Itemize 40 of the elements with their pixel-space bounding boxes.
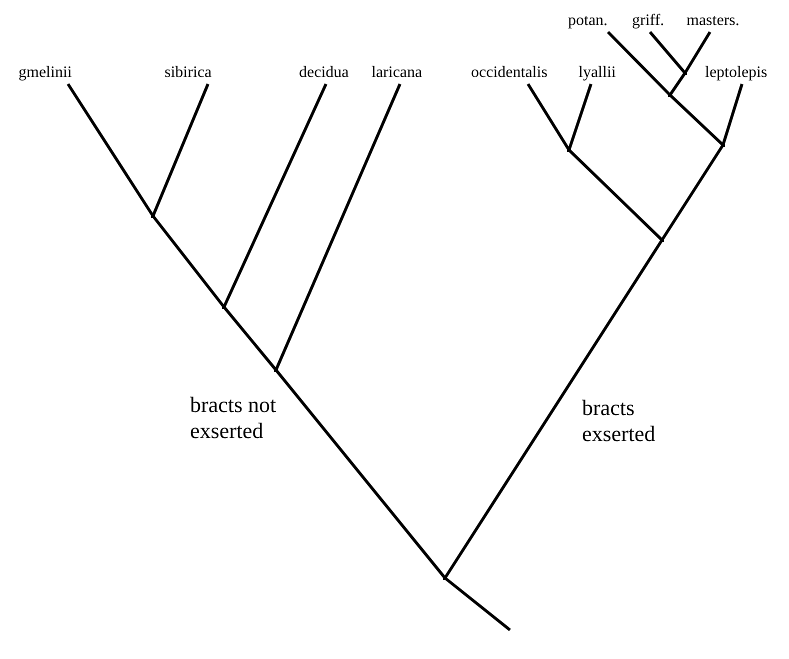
branch-line <box>684 31 712 74</box>
branch-point <box>668 93 672 97</box>
branch-line <box>222 306 278 371</box>
branch-line <box>668 72 686 96</box>
taxon-label: gmelinii <box>18 64 72 82</box>
branch-point <box>222 305 226 309</box>
branch-point <box>683 71 687 75</box>
taxon-label: laricana <box>372 64 422 82</box>
branch-line <box>668 94 724 146</box>
branch-point <box>443 576 447 580</box>
branch-line <box>274 83 402 371</box>
branch-line <box>152 215 226 308</box>
branch-line <box>722 84 744 146</box>
branch-annotation: bracts not exserted <box>190 392 278 444</box>
branch-line <box>444 239 664 579</box>
taxon-label: leptolepis <box>705 64 768 82</box>
branch-line <box>444 576 511 632</box>
taxon-label: lyallii <box>578 64 616 82</box>
branch-line <box>568 148 664 242</box>
taxon-label: decidua <box>299 64 349 82</box>
branch-line <box>152 83 210 217</box>
branch-point <box>660 238 664 242</box>
branch-line <box>606 30 672 96</box>
branch-point <box>151 214 155 218</box>
branch-point <box>274 368 278 372</box>
taxon-label: griff. <box>632 12 664 30</box>
taxon-label: potan. <box>568 12 608 30</box>
taxon-label: sibirica <box>164 64 212 82</box>
branch-line <box>222 83 328 308</box>
branch-point <box>721 143 725 147</box>
branch-line <box>66 83 154 217</box>
branch-line <box>568 84 592 150</box>
branch-line <box>526 83 570 151</box>
branch-line <box>648 31 686 74</box>
taxon-label: occidentalis <box>471 64 548 82</box>
branch-annotation: bracts exserted <box>582 395 656 447</box>
branch-line <box>274 369 446 579</box>
branch-point <box>567 148 571 152</box>
taxon-label: masters. <box>686 12 740 30</box>
branch-line <box>660 144 724 241</box>
